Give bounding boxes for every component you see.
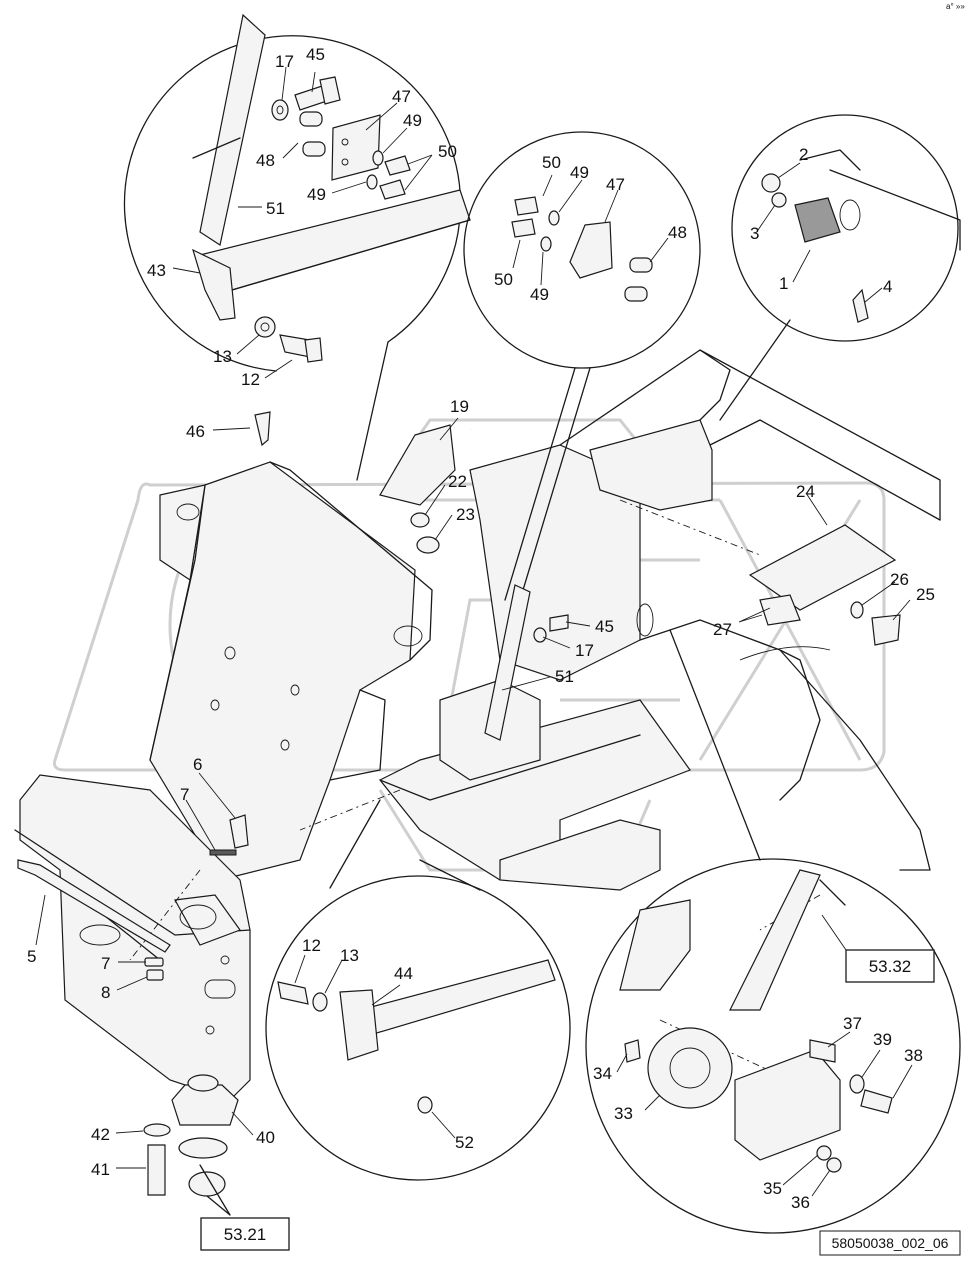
callout-41: 41 <box>91 1160 110 1179</box>
detail-circle-top-middle <box>463 131 701 601</box>
callout-4: 4 <box>883 277 892 296</box>
callout-23: 23 <box>456 505 475 524</box>
callout-43: 43 <box>147 261 166 280</box>
callout-50-mid-upper: 50 <box>542 153 561 172</box>
callout-47-mid: 47 <box>606 175 625 194</box>
corner-mark: a° »» <box>946 2 965 11</box>
callout-13-bottom: 13 <box>340 946 359 965</box>
callout-33: 33 <box>614 1104 633 1123</box>
callout-22: 22 <box>448 472 467 491</box>
callout-42: 42 <box>91 1125 110 1144</box>
callout-38: 38 <box>904 1046 923 1065</box>
callout-40: 40 <box>256 1128 275 1147</box>
watermark-text: OPEX <box>470 429 473 431</box>
callout-labels: 17 45 47 49 48 50 49 51 43 13 12 50 49 4… <box>27 45 935 1212</box>
callout-3: 3 <box>750 224 759 243</box>
callout-49-top-lower: 49 <box>307 185 326 204</box>
callout-48-top: 48 <box>256 151 275 170</box>
loose-parts <box>17 411 901 1216</box>
detail-circle-bottom-middle <box>265 799 571 1181</box>
document-number: 58050038_002_06 <box>832 1235 949 1251</box>
callout-5: 5 <box>27 947 36 966</box>
callout-39: 39 <box>873 1030 892 1049</box>
callout-6: 6 <box>193 755 202 774</box>
callout-19: 19 <box>450 397 469 416</box>
detail-circle-bottom-right <box>585 629 961 1234</box>
callout-13-top: 13 <box>213 347 232 366</box>
callout-1: 1 <box>779 274 788 293</box>
callout-34: 34 <box>593 1064 612 1083</box>
detail-circle-top-left <box>123 13 471 481</box>
detail-circle-top-right <box>719 114 961 421</box>
document-number-box: 58050038_002_06 <box>819 1230 961 1256</box>
callout-27: 27 <box>713 620 732 639</box>
callout-7-upper: 7 <box>180 785 189 804</box>
callout-12-top: 12 <box>241 370 260 389</box>
callout-17-main: 17 <box>575 641 594 660</box>
callout-36: 36 <box>791 1193 810 1212</box>
callout-35: 35 <box>763 1179 782 1198</box>
callout-24: 24 <box>796 482 815 501</box>
callout-25: 25 <box>916 585 935 604</box>
callout-45-main: 45 <box>595 617 614 636</box>
reference-53-21-label: 53.21 <box>224 1225 267 1244</box>
callout-26: 26 <box>890 570 909 589</box>
callout-51-top: 51 <box>266 199 285 218</box>
callout-50-top: 50 <box>438 142 457 161</box>
reference-53-32-label: 53.32 <box>869 957 912 976</box>
callout-37: 37 <box>843 1014 862 1033</box>
callout-45-top: 45 <box>306 45 325 64</box>
callout-17-top: 17 <box>275 52 294 71</box>
callout-48-mid: 48 <box>668 223 687 242</box>
reference-box-53-32[interactable]: 53.32 <box>821 914 935 983</box>
callout-49-mid-lower: 49 <box>530 285 549 304</box>
leader-lines <box>35 66 913 1197</box>
callout-46: 46 <box>186 422 205 441</box>
callout-51-main: 51 <box>555 667 574 686</box>
callout-49-mid-upper: 49 <box>570 163 589 182</box>
callout-2: 2 <box>799 145 808 164</box>
callout-7-lower: 7 <box>101 954 110 973</box>
callout-50-mid-lower: 50 <box>494 270 513 289</box>
callout-12-bottom: 12 <box>302 936 321 955</box>
callout-47-top: 47 <box>392 87 411 106</box>
callout-52: 52 <box>455 1133 474 1152</box>
reference-box-53-21[interactable]: 53.21 <box>200 1217 290 1251</box>
callout-49-top-upper: 49 <box>403 111 422 130</box>
callout-8: 8 <box>101 983 110 1002</box>
callout-44: 44 <box>394 964 413 983</box>
